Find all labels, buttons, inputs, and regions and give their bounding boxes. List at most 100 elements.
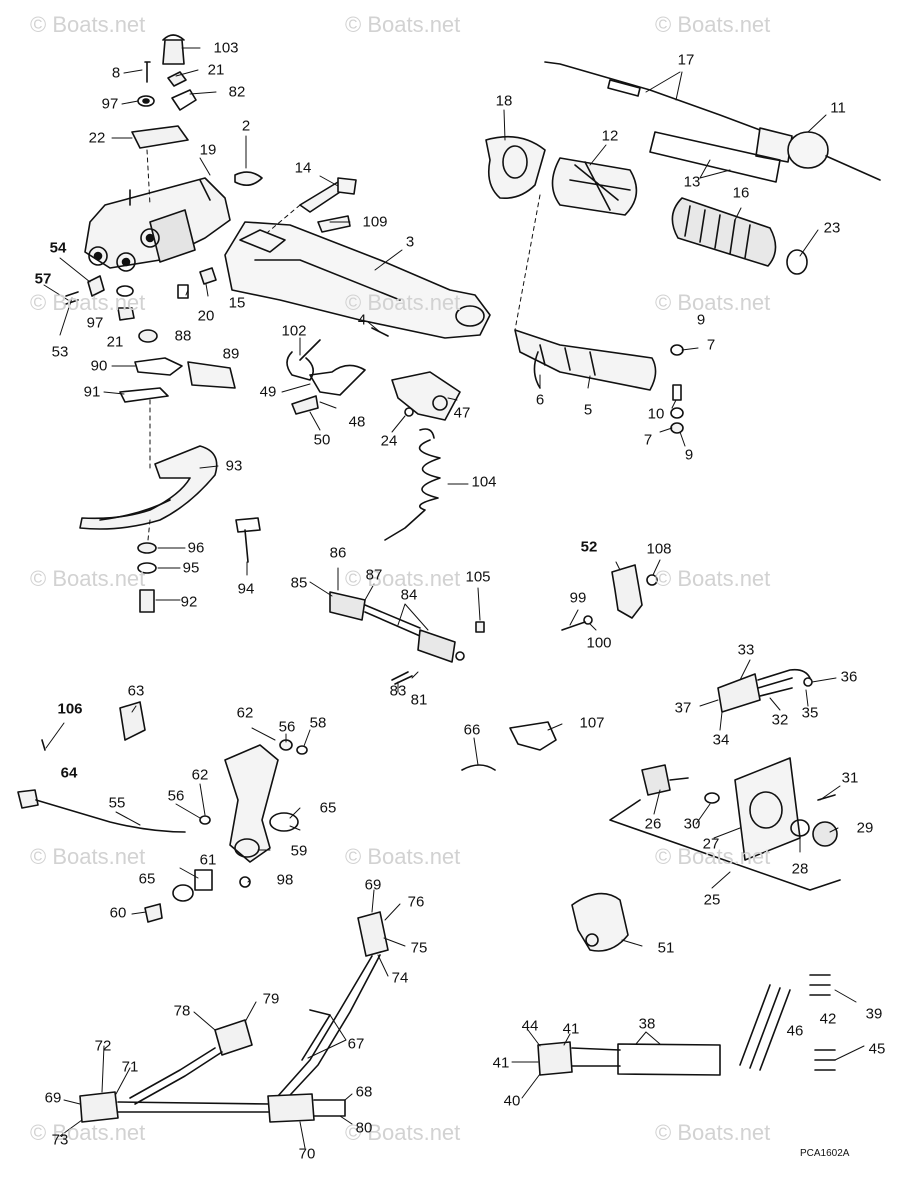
callout-106[interactable]: 106 (57, 700, 83, 718)
callout-100[interactable]: 100 (586, 634, 612, 652)
callout-108[interactable]: 108 (646, 540, 672, 558)
callout-21[interactable]: 21 (207, 61, 225, 79)
callout-74[interactable]: 74 (391, 969, 409, 987)
callout-71[interactable]: 71 (121, 1058, 139, 1076)
callout-54[interactable]: 54 (49, 239, 67, 257)
callout-62[interactable]: 62 (191, 766, 209, 784)
callout-28[interactable]: 28 (791, 860, 809, 878)
callout-78[interactable]: 78 (173, 1002, 191, 1020)
callout-30[interactable]: 30 (683, 815, 701, 833)
callout-58[interactable]: 58 (309, 714, 327, 732)
callout-42[interactable]: 42 (819, 1010, 837, 1028)
callout-7[interactable]: 7 (643, 431, 653, 449)
callout-10[interactable]: 10 (647, 405, 665, 423)
callout-18[interactable]: 18 (495, 92, 513, 110)
callout-91[interactable]: 91 (83, 383, 101, 401)
callout-97[interactable]: 97 (101, 95, 119, 113)
callout-99[interactable]: 99 (569, 589, 587, 607)
callout-73[interactable]: 73 (51, 1131, 69, 1149)
callout-5[interactable]: 5 (583, 401, 593, 419)
callout-81[interactable]: 81 (410, 691, 428, 709)
callout-17[interactable]: 17 (677, 51, 695, 69)
callout-37[interactable]: 37 (674, 699, 692, 717)
callout-41[interactable]: 41 (492, 1054, 510, 1072)
callout-95[interactable]: 95 (182, 559, 200, 577)
callout-21[interactable]: 21 (106, 333, 124, 351)
callout-53[interactable]: 53 (51, 343, 69, 361)
callout-35[interactable]: 35 (801, 704, 819, 722)
callout-3[interactable]: 3 (405, 233, 415, 251)
callout-64[interactable]: 64 (60, 764, 78, 782)
callout-51[interactable]: 51 (657, 939, 675, 957)
callout-50[interactable]: 50 (313, 431, 331, 449)
callout-49[interactable]: 49 (259, 383, 277, 401)
callout-45[interactable]: 45 (868, 1040, 886, 1058)
callout-80[interactable]: 80 (355, 1119, 373, 1137)
callout-87[interactable]: 87 (365, 566, 383, 584)
callout-63[interactable]: 63 (127, 682, 145, 700)
callout-66[interactable]: 66 (463, 721, 481, 739)
callout-8[interactable]: 8 (111, 64, 121, 82)
callout-61[interactable]: 61 (199, 851, 217, 869)
callout-44[interactable]: 44 (521, 1017, 539, 1035)
callout-29[interactable]: 29 (856, 819, 874, 837)
callout-109[interactable]: 109 (362, 213, 388, 231)
callout-31[interactable]: 31 (841, 769, 859, 787)
callout-72[interactable]: 72 (94, 1037, 112, 1055)
callout-14[interactable]: 14 (294, 159, 312, 177)
callout-32[interactable]: 32 (771, 711, 789, 729)
callout-25[interactable]: 25 (703, 891, 721, 909)
callout-47[interactable]: 47 (453, 404, 471, 422)
callout-48[interactable]: 48 (348, 413, 366, 431)
callout-76[interactable]: 76 (407, 893, 425, 911)
callout-89[interactable]: 89 (222, 345, 240, 363)
callout-70[interactable]: 70 (298, 1145, 316, 1163)
callout-97[interactable]: 97 (86, 314, 104, 332)
callout-83[interactable]: 83 (389, 682, 407, 700)
callout-7[interactable]: 7 (706, 336, 716, 354)
callout-90[interactable]: 90 (90, 357, 108, 375)
callout-94[interactable]: 94 (237, 580, 255, 598)
callout-107[interactable]: 107 (579, 714, 605, 732)
callout-105[interactable]: 105 (465, 568, 491, 586)
callout-75[interactable]: 75 (410, 939, 428, 957)
callout-9[interactable]: 9 (696, 311, 706, 329)
callout-13[interactable]: 13 (683, 173, 701, 191)
callout-12[interactable]: 12 (601, 127, 619, 145)
callout-38[interactable]: 38 (638, 1015, 656, 1033)
callout-85[interactable]: 85 (290, 574, 308, 592)
callout-62[interactable]: 62 (236, 704, 254, 722)
callout-24[interactable]: 24 (380, 432, 398, 450)
callout-86[interactable]: 86 (329, 544, 347, 562)
callout-103[interactable]: 103 (213, 39, 239, 57)
callout-98[interactable]: 98 (276, 871, 294, 889)
callout-59[interactable]: 59 (290, 842, 308, 860)
callout-4[interactable]: 4 (357, 311, 367, 329)
callout-52[interactable]: 52 (580, 538, 598, 556)
callout-15[interactable]: 15 (228, 294, 246, 312)
callout-34[interactable]: 34 (712, 731, 730, 749)
callout-11[interactable]: 11 (830, 99, 846, 117)
callout-82[interactable]: 82 (228, 83, 246, 101)
callout-84[interactable]: 84 (400, 586, 418, 604)
callout-2[interactable]: 2 (241, 117, 251, 135)
callout-92[interactable]: 92 (180, 593, 198, 611)
callout-56[interactable]: 56 (167, 787, 185, 805)
callout-69[interactable]: 69 (364, 876, 382, 894)
callout-41[interactable]: 41 (562, 1020, 580, 1038)
callout-16[interactable]: 16 (732, 184, 750, 202)
callout-69[interactable]: 69 (44, 1089, 62, 1107)
callout-55[interactable]: 55 (108, 794, 126, 812)
callout-60[interactable]: 60 (109, 904, 127, 922)
callout-102[interactable]: 102 (281, 322, 307, 340)
callout-39[interactable]: 39 (865, 1005, 883, 1023)
callout-65[interactable]: 65 (319, 799, 337, 817)
callout-93[interactable]: 93 (225, 457, 243, 475)
callout-33[interactable]: 33 (737, 641, 755, 659)
callout-19[interactable]: 19 (199, 141, 217, 159)
callout-96[interactable]: 96 (187, 539, 205, 557)
callout-20[interactable]: 20 (197, 307, 215, 325)
callout-40[interactable]: 40 (503, 1092, 521, 1110)
callout-67[interactable]: 67 (347, 1035, 365, 1053)
callout-65[interactable]: 65 (138, 870, 156, 888)
